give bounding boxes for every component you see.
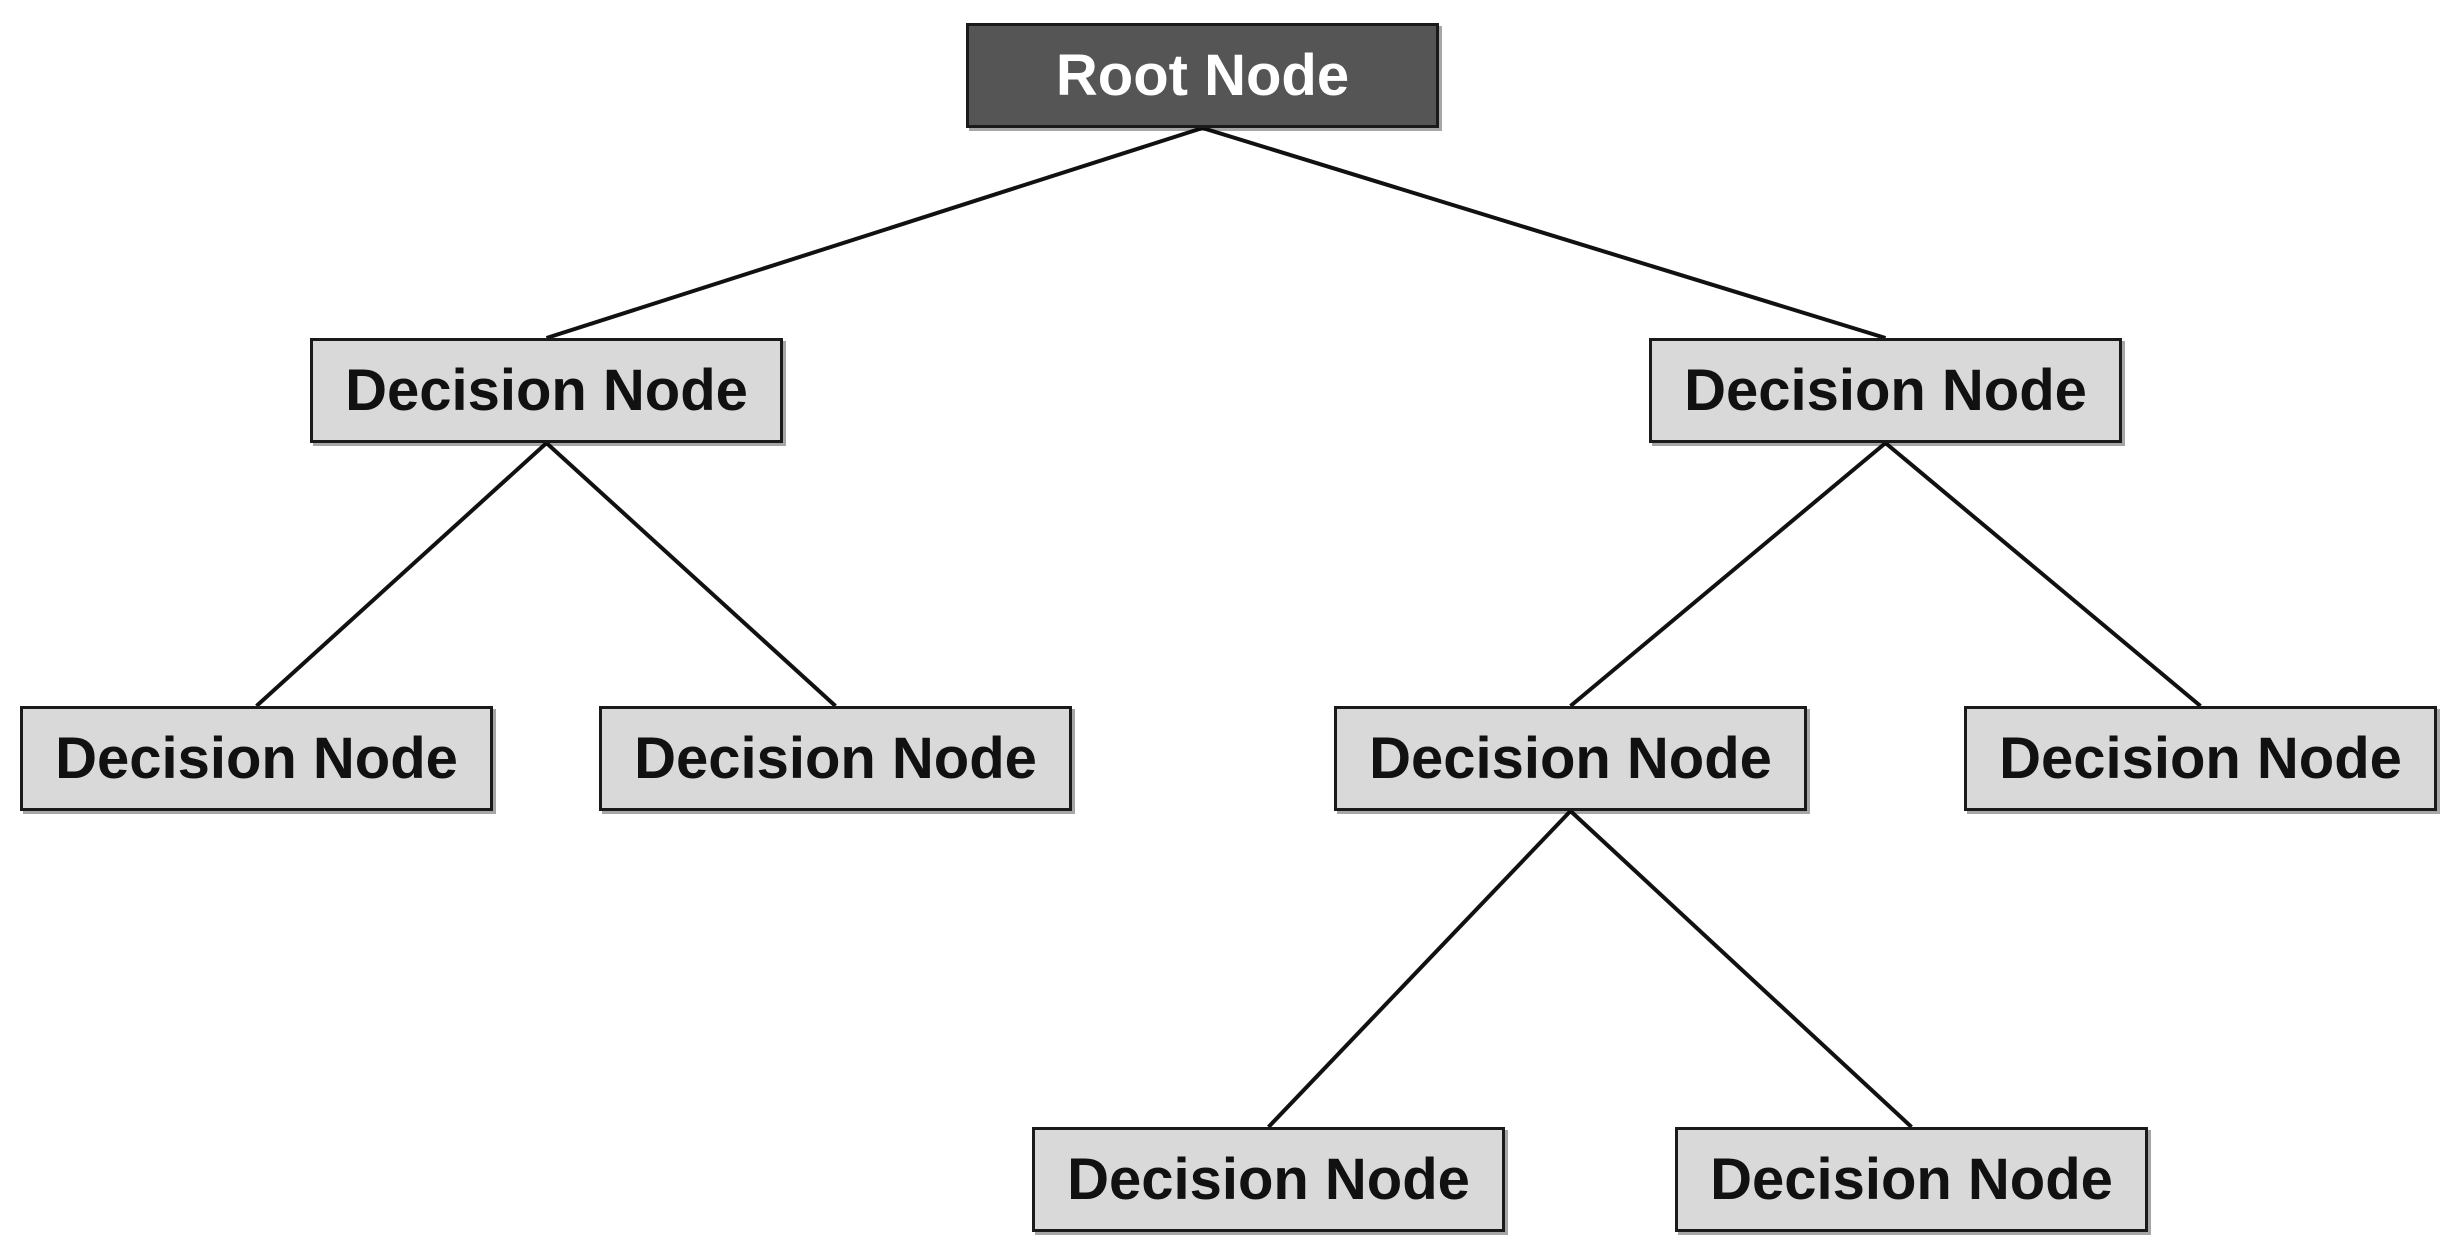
decision-node: Decision Node bbox=[1334, 706, 1807, 811]
root-node: Root Node bbox=[966, 23, 1439, 128]
decision-node: Decision Node bbox=[599, 706, 1072, 811]
decision-node: Decision Node bbox=[1649, 338, 2122, 443]
edge-root-to-dn-1 bbox=[545, 126, 1204, 340]
edge-root-to-dn-2 bbox=[1201, 126, 1887, 340]
decision-node: Decision Node bbox=[20, 706, 493, 811]
edge-dn-1-to-dn-3 bbox=[255, 441, 548, 708]
decision-node: Decision Node bbox=[1964, 706, 2437, 811]
edge-dn-2-to-dn-6 bbox=[1884, 441, 2202, 708]
edge-dn-1-to-dn-4 bbox=[545, 441, 837, 708]
decision-node: Decision Node bbox=[1675, 1127, 2148, 1232]
edge-dn-5-to-dn-7 bbox=[1267, 809, 1572, 1129]
decision-node: Decision Node bbox=[310, 338, 783, 443]
edge-dn-2-to-dn-5 bbox=[1569, 441, 1887, 708]
decision-node: Decision Node bbox=[1032, 1127, 1505, 1232]
edge-dn-5-to-dn-8 bbox=[1569, 809, 1913, 1129]
